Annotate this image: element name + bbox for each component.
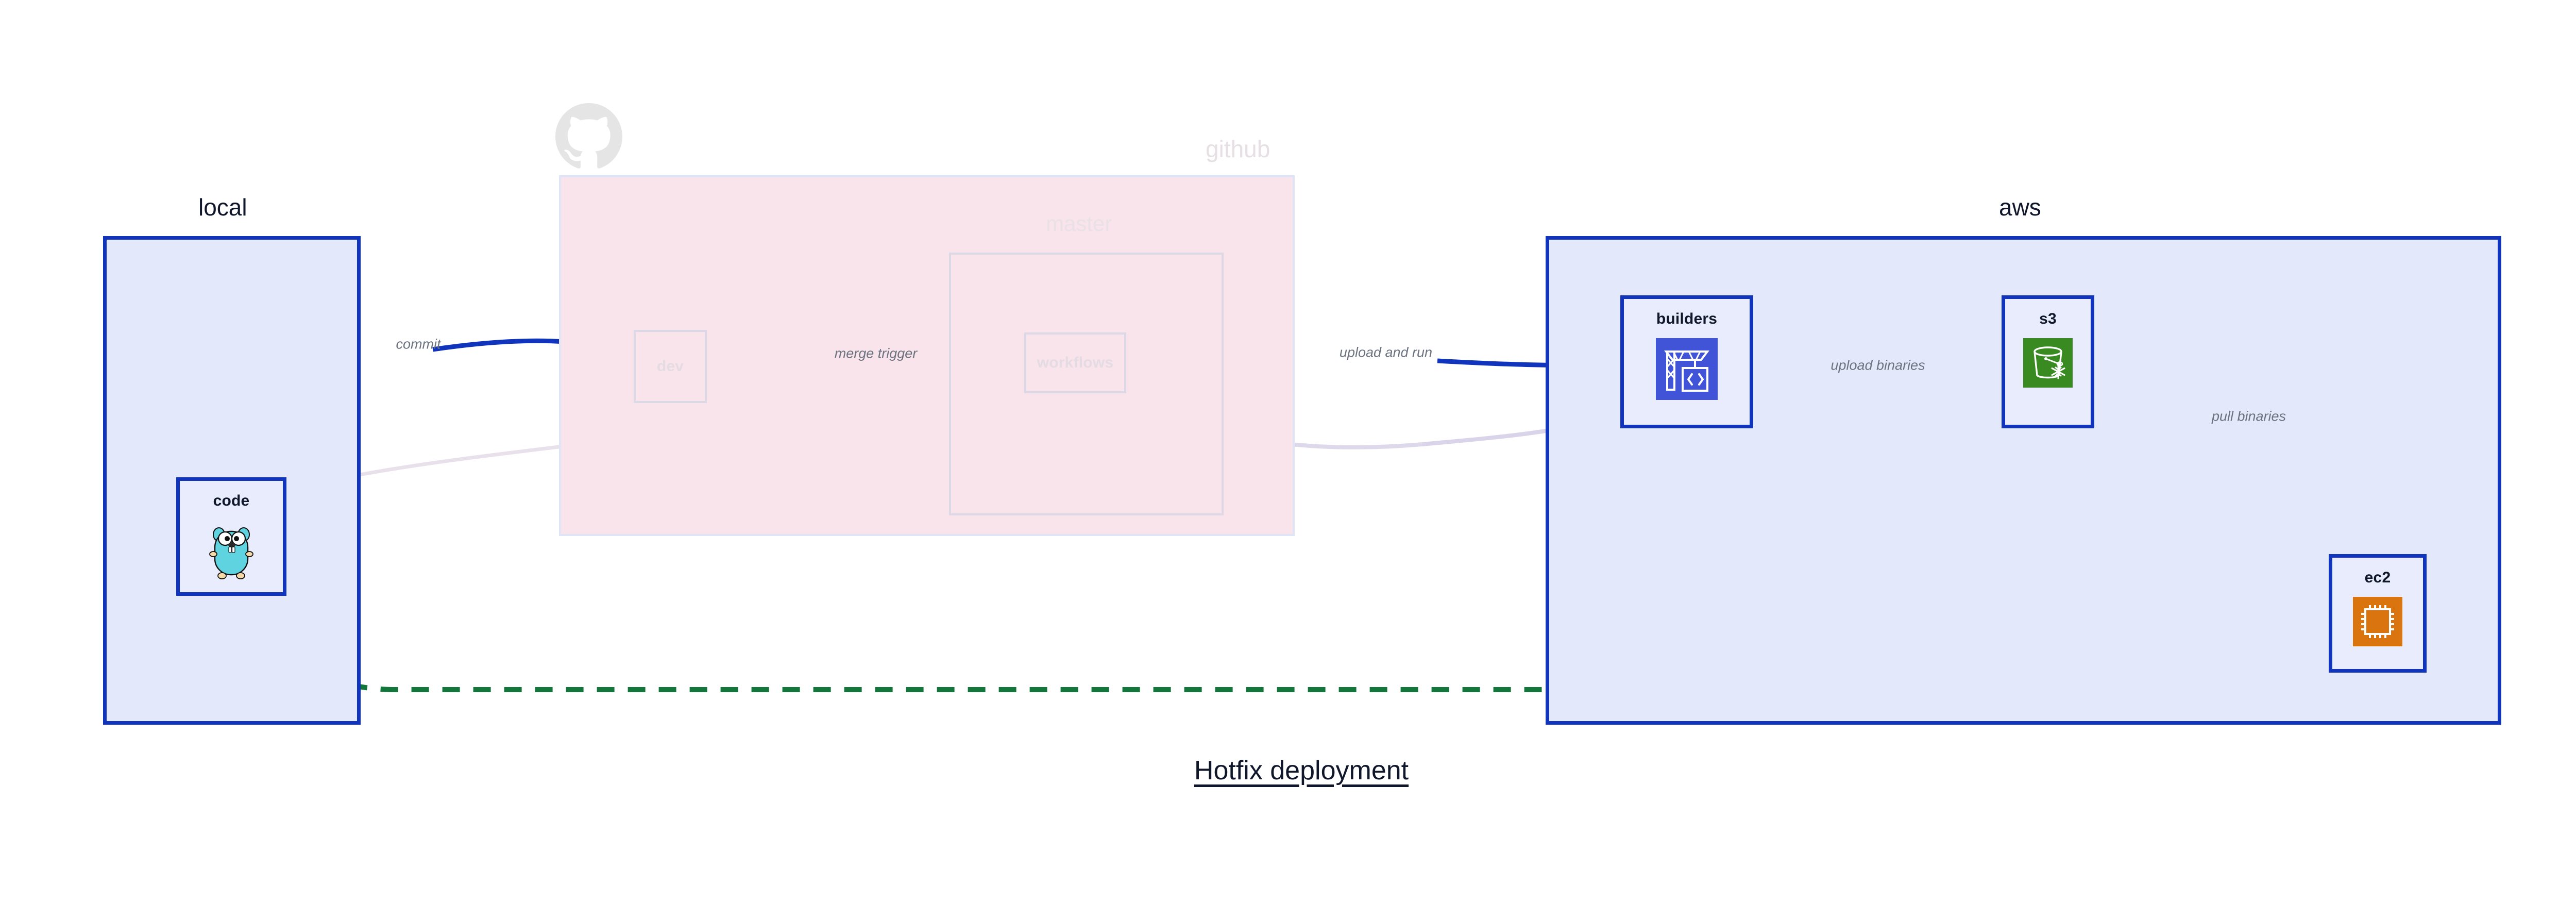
node-s3-label: s3 <box>2039 310 2057 327</box>
node-workflows[interactable]: workflows <box>1024 332 1126 393</box>
aws-ec2-icon <box>2353 597 2402 649</box>
aws-s3-glacier-icon <box>2023 338 2073 390</box>
edge-label-commit: commit <box>396 336 441 352</box>
edge-label-upload-and-run: upload and run <box>1339 344 1433 360</box>
node-ec2-label: ec2 <box>2364 569 2391 586</box>
aws-codebuild-icon <box>1656 338 1718 403</box>
group-github[interactable] <box>559 175 1295 536</box>
group-label-aws: aws <box>1999 194 2041 221</box>
subgroup-label-master: master <box>1046 211 1112 236</box>
diagram-title: Hotfix deployment <box>1194 756 1409 786</box>
node-s3[interactable]: s3 <box>2002 295 2094 428</box>
group-label-local: local <box>198 194 247 221</box>
group-label-github: github <box>1206 136 1270 162</box>
node-builders-label: builders <box>1656 310 1718 327</box>
edge-label-upload-binaries: upload binaries <box>1831 357 1925 373</box>
node-dev-label: dev <box>656 358 684 375</box>
edge-label-pull-binaries: pull binaries <box>2211 408 2286 424</box>
node-code-label: code <box>213 492 250 509</box>
node-builders[interactable]: builders <box>1620 295 1753 428</box>
subgroup-master[interactable] <box>949 253 1224 515</box>
edge-label-merge-trigger: merge trigger <box>834 345 918 361</box>
go-gopher-icon <box>205 520 258 584</box>
node-workflows-label: workflows <box>1037 354 1114 371</box>
github-octocat-icon <box>555 103 622 169</box>
node-ec2[interactable]: ec2 <box>2329 554 2427 673</box>
node-code[interactable]: code <box>176 477 286 596</box>
node-dev[interactable]: dev <box>634 330 707 403</box>
